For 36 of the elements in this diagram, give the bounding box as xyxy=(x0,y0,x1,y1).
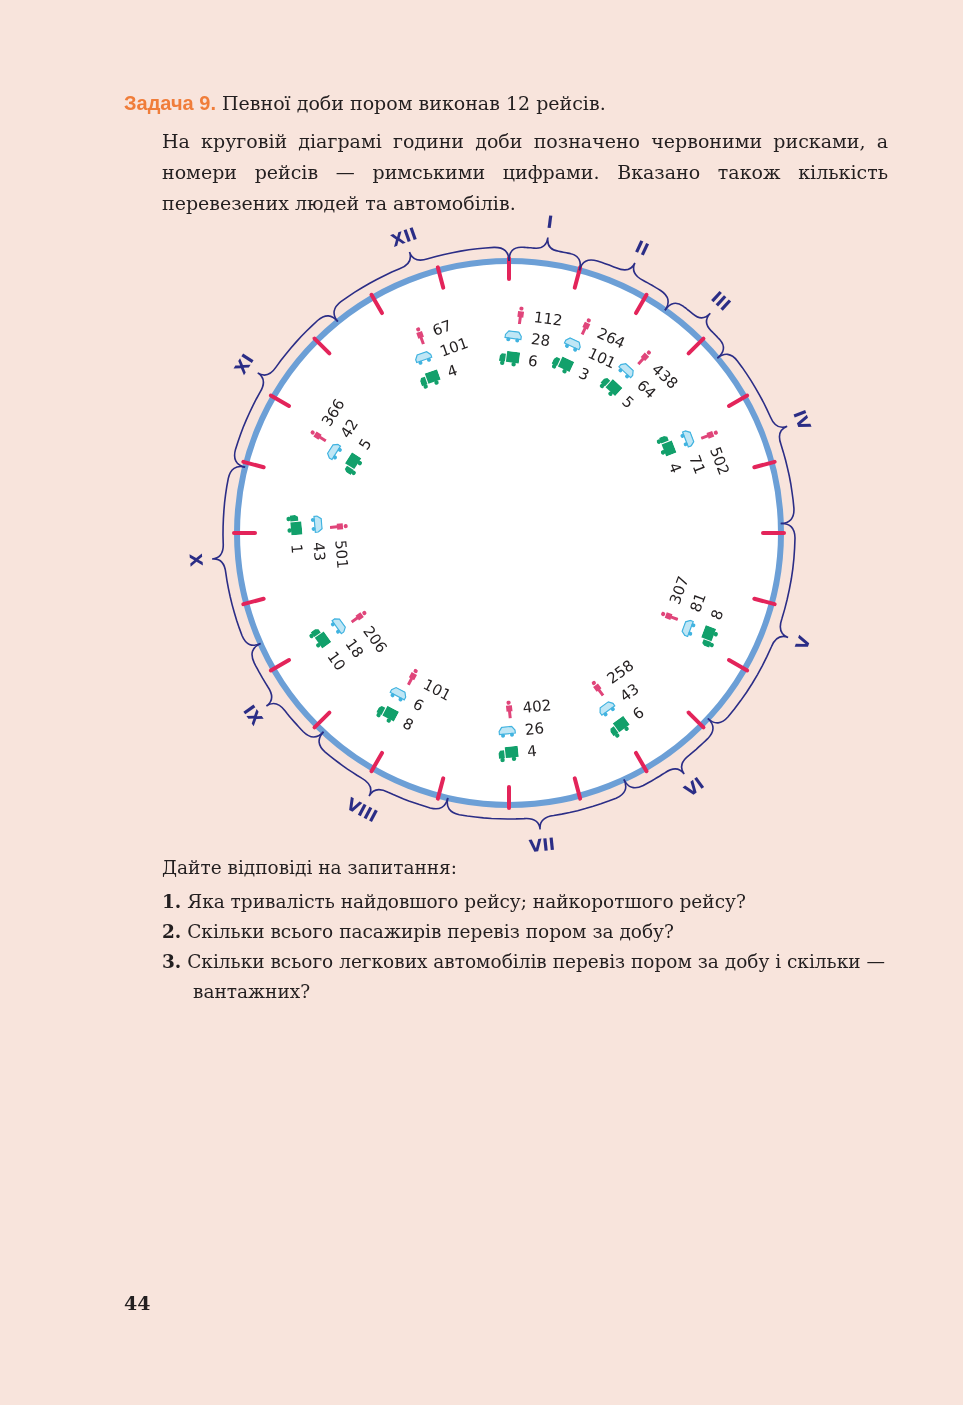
trip-number: II xyxy=(632,237,652,260)
car-count: 43 xyxy=(309,541,329,562)
truck-count: 8 xyxy=(399,714,417,735)
car-count: 28 xyxy=(529,329,551,350)
page-number: 44 xyxy=(124,1292,151,1314)
truck-count: 1 xyxy=(287,543,306,555)
trip-number: VI xyxy=(680,774,707,801)
task-heading: Задача 9. Певної доби пором виконав 12 рейсів. xyxy=(124,92,606,115)
trip-number: III xyxy=(708,288,735,315)
question-text: 1. Яка тривалість найдовшого рейсу; найкоротшого рейсу? xyxy=(162,890,747,914)
question-text: 2. Скільки всього пасажирів перевіз пором за добу? xyxy=(162,920,675,944)
truck-count: 3 xyxy=(575,364,592,385)
car-count: 6 xyxy=(409,694,427,716)
trip-number: IX xyxy=(240,702,267,729)
trip-number: VIII xyxy=(343,794,380,826)
trip-number: XII xyxy=(389,224,420,250)
trip-number: VII xyxy=(528,834,556,856)
question-text: 3. Скільки всього легкових автомобілів перевіз пором за добу і скільки — вантажних? xyxy=(162,950,886,1004)
truck-count: 6 xyxy=(629,702,648,723)
car-count: 26 xyxy=(524,718,546,739)
trip-number: I xyxy=(545,212,555,231)
truck-count: 5 xyxy=(354,435,376,453)
passenger-count: 112 xyxy=(532,307,564,330)
truck-count: 4 xyxy=(664,460,686,476)
passenger-count: 501 xyxy=(330,539,352,570)
truck-count: 5 xyxy=(618,393,639,413)
truck-count: 4 xyxy=(526,741,539,761)
truck-count: 4 xyxy=(444,361,460,382)
truck-count: 6 xyxy=(526,351,539,371)
trip-number: X xyxy=(186,553,206,568)
passenger-count: 402 xyxy=(522,696,553,717)
question-heading: Дайте відповіді на запитання: xyxy=(162,857,458,878)
trip-number: IV xyxy=(790,408,815,433)
task-text: На круговій діаграмі години доби позначено червоними рисками, а номери рейсів — римськими цифрами. Вказано також кількість перевезених людей та автомобілів. xyxy=(162,129,888,215)
trip-number: XI xyxy=(231,351,257,378)
trip-number: V xyxy=(792,633,814,653)
